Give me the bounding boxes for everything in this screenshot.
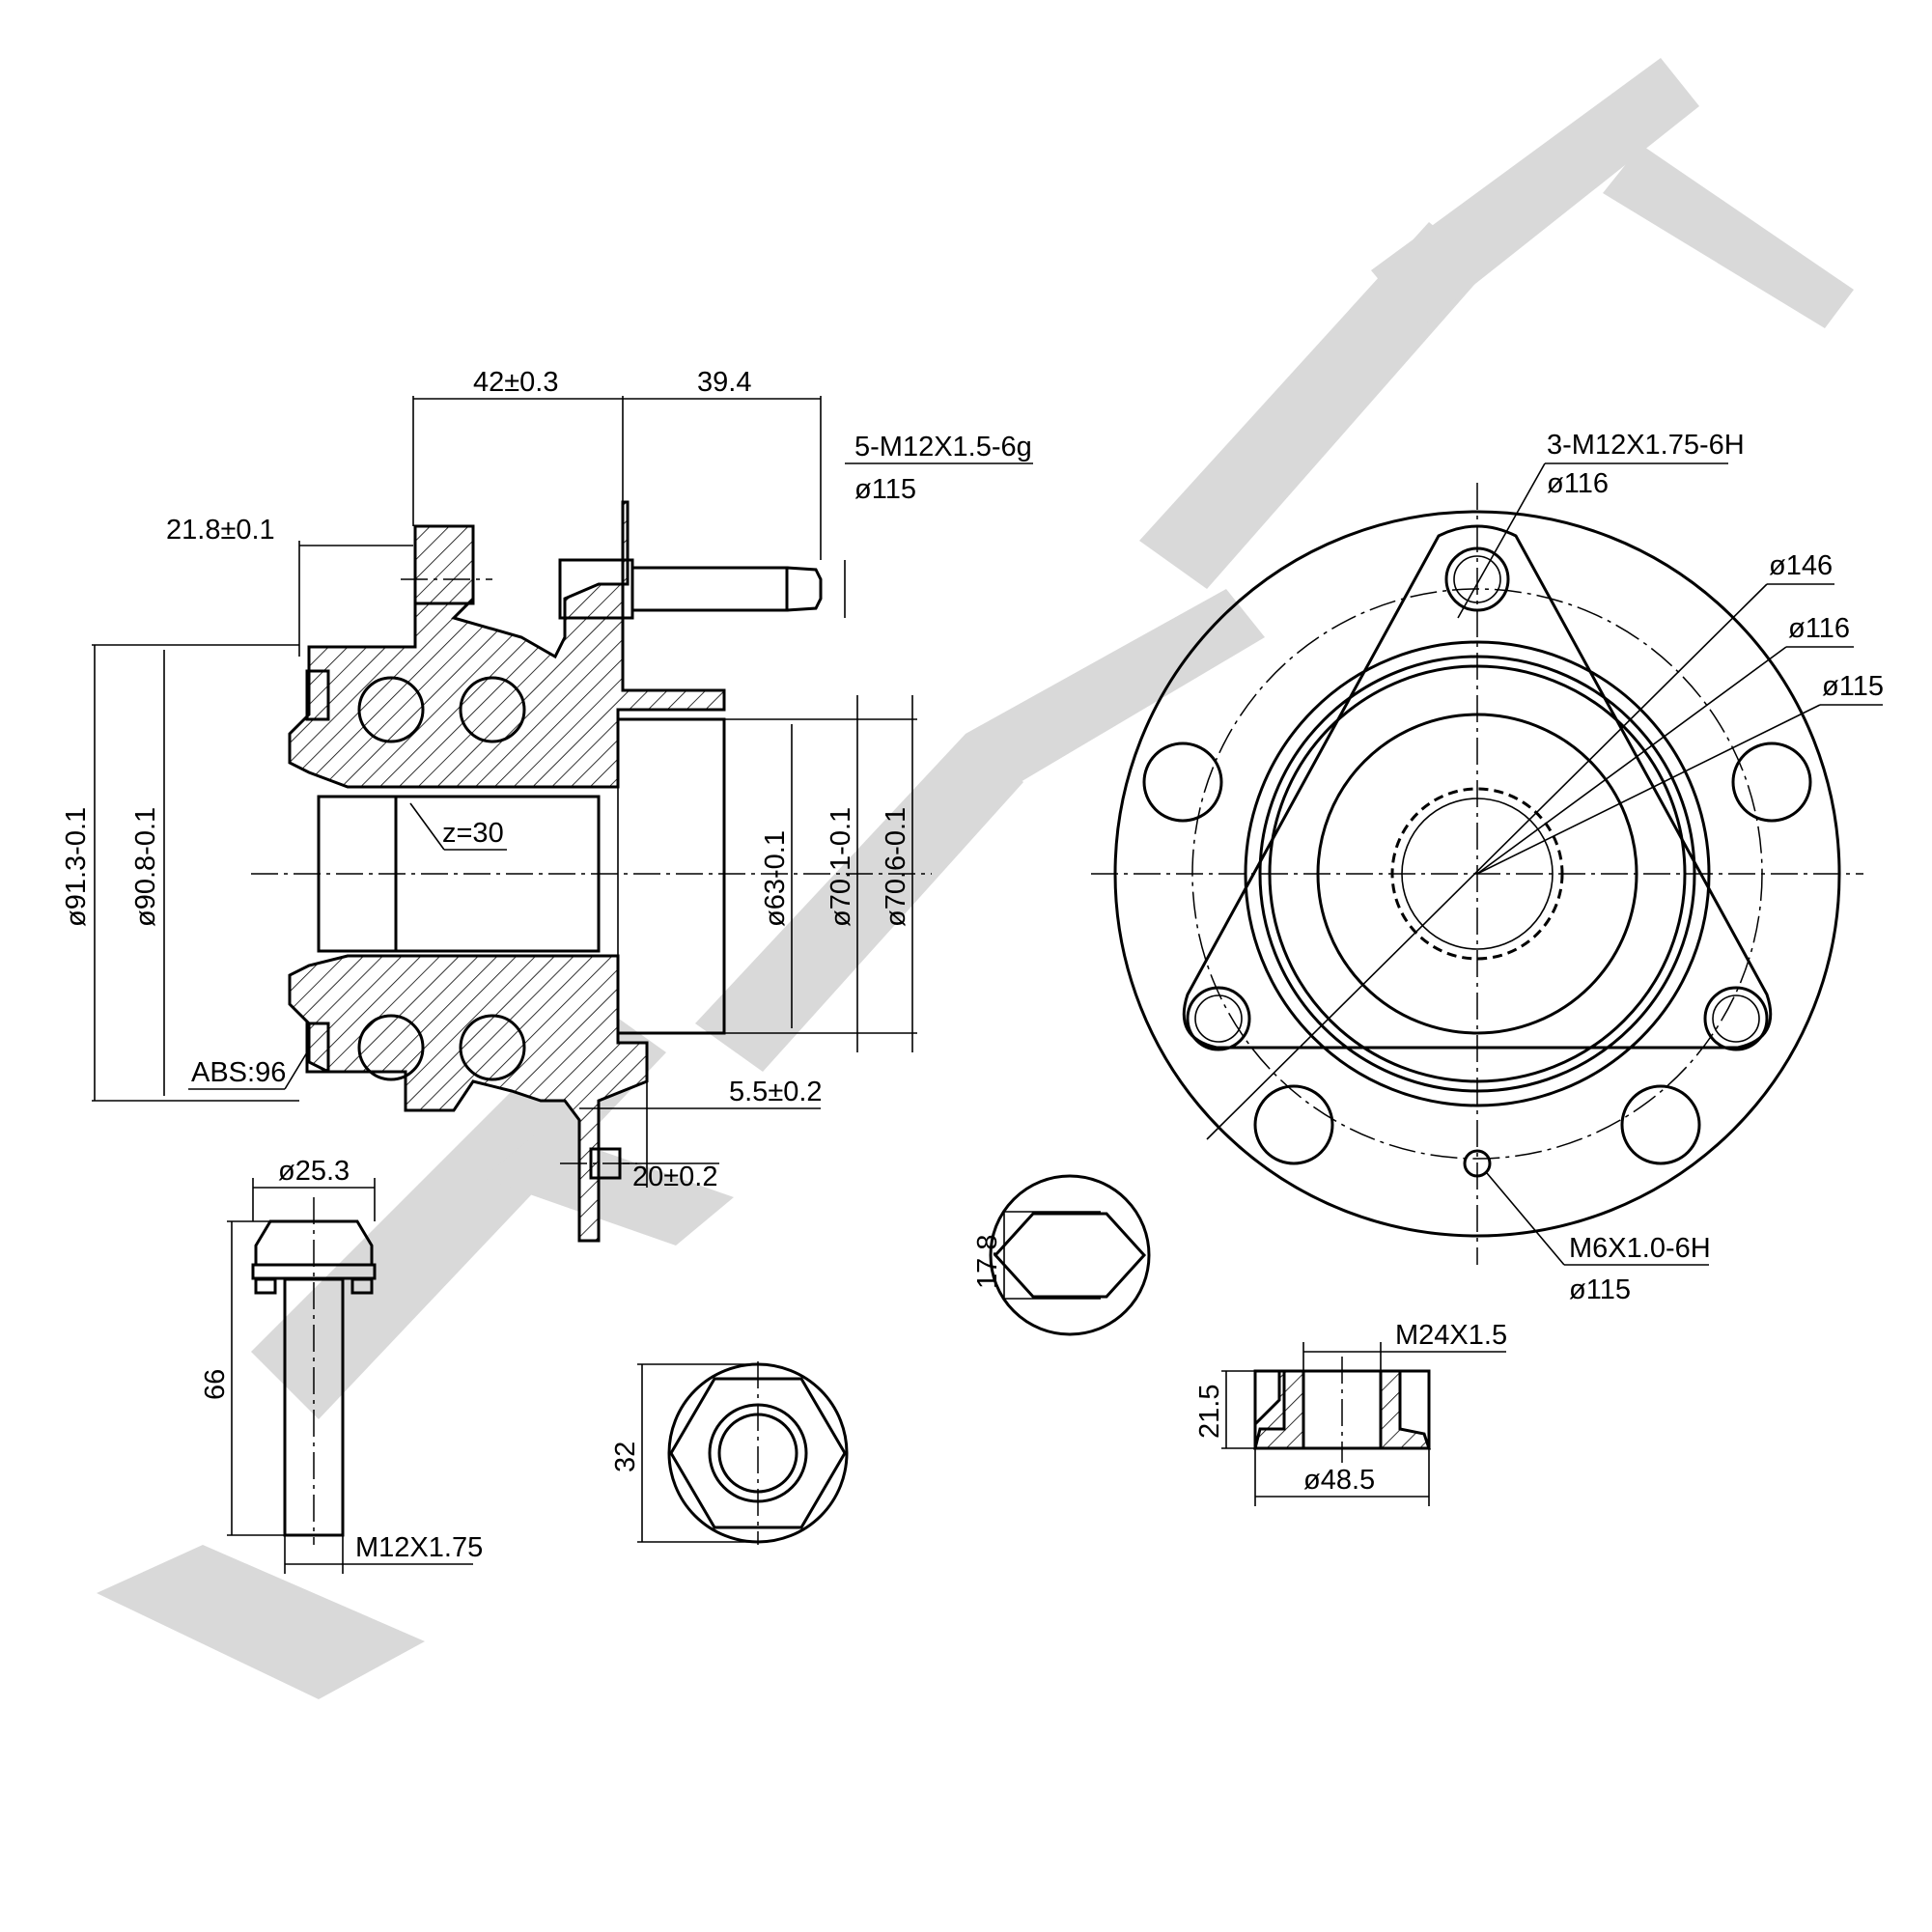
stud-boss-2	[1731, 742, 1812, 823]
nut-flats: 32	[610, 1442, 641, 1472]
watermark-stroke-5	[966, 589, 1265, 792]
hub-nut-right-section	[1379, 1369, 1432, 1450]
hub-nut-thread: M24X1.5	[1395, 1320, 1507, 1351]
hub-nut-height: 21.5	[1194, 1385, 1225, 1439]
bolt-head-dia: ø25.3	[278, 1156, 350, 1187]
mount-leader	[1457, 462, 1546, 619]
wheel-stud	[558, 558, 823, 620]
mount-hole-left-inner	[1194, 994, 1243, 1043]
hub-nut-flange-dia: ø48.5	[1303, 1465, 1375, 1496]
watermark-logo	[97, 58, 1854, 1699]
dia-pilot-1: ø63-0.1	[760, 830, 791, 927]
upper-housing-section	[288, 500, 726, 789]
bearing-ring-3	[1268, 664, 1687, 1083]
nut-hex	[669, 1377, 847, 1529]
dim-flange-thickness: 20±0.2	[632, 1162, 718, 1192]
watermark-stroke-7	[1371, 58, 1699, 328]
dim-offset: 21.8±0.1	[166, 515, 275, 546]
spline-root-circle	[1401, 798, 1554, 950]
stud-thread-label: 5-M12X1.5-6g	[854, 432, 1032, 462]
spline-bore	[396, 795, 601, 953]
abs-ring-label: ABS:96	[191, 1057, 286, 1088]
mount-hole-top	[1444, 546, 1510, 612]
front-dimensions: 3-M12X1.75-6H ø116 ø146 ø116 ø115 M6X1.0…	[1206, 430, 1884, 1305]
small-hex-circle	[989, 1174, 1151, 1336]
bearing-dia-leader	[1476, 646, 1787, 875]
ball-lower-2	[459, 1014, 526, 1081]
watermark-stroke-6	[1139, 222, 1487, 589]
ball-upper-1	[357, 676, 425, 743]
small-hex-width: 17.8	[972, 1235, 1003, 1289]
hub-side-section	[251, 500, 932, 1243]
dia-outer-2: ø90.8-0.1	[130, 807, 161, 927]
dim-flange-width: 42±0.3	[473, 367, 559, 398]
watermark-stroke-2	[251, 1004, 666, 1419]
flange-bolt: ø25.3 66 M12X1.75	[200, 1156, 483, 1574]
seal-lower	[305, 1022, 330, 1074]
bearing-ring-2	[1258, 655, 1696, 1093]
dia-pcd-label: ø115	[1822, 671, 1884, 702]
dia-pilot-3: ø70.6-0.1	[881, 807, 911, 927]
spline-leader	[409, 802, 445, 851]
spline-teeth-circle	[1390, 787, 1564, 961]
ball-lower-1	[357, 1014, 425, 1081]
watermark-stroke-4	[695, 734, 1023, 1072]
ball-upper-2	[459, 676, 526, 743]
flange-hole-upper	[413, 524, 475, 605]
flange-dia-leader	[1206, 583, 1768, 1140]
sensor-leader	[1486, 1172, 1565, 1266]
hub-nut-section: M24X1.5 21.5 ø48.5	[1194, 1320, 1507, 1506]
bearing-ring-outer	[1244, 640, 1711, 1107]
watermark-stroke-1	[97, 1545, 425, 1699]
dia-bearing-label: ø116	[1788, 613, 1850, 644]
dim-stud-length: 39.4	[697, 367, 751, 398]
stud-tip	[786, 566, 823, 612]
watermark-stroke-3	[483, 1130, 734, 1246]
bolt-shank	[283, 1277, 345, 1537]
stud-boss-4	[1620, 1084, 1701, 1165]
mount-thread-label: 3-M12X1.75-6H	[1547, 430, 1745, 461]
small-hex-shape	[993, 1212, 1147, 1299]
dia-outer-1: ø91.3-0.1	[61, 807, 92, 927]
seal-upper	[305, 669, 330, 721]
mount-hole-right-inner	[1712, 994, 1760, 1043]
mount-pcd-label: ø116	[1547, 468, 1609, 499]
stud-boss-3	[1253, 1084, 1334, 1165]
pcd-circle	[1191, 588, 1763, 1160]
watermark-stroke-8	[1603, 145, 1854, 328]
bolt-thread: M12X1.75	[355, 1532, 483, 1563]
small-hex: 17.8	[972, 1174, 1151, 1336]
bolt-washer-left	[254, 1277, 277, 1295]
mount-hole-top-inner	[1453, 555, 1501, 603]
sensor-pcd-label: ø115	[1569, 1274, 1631, 1305]
sensor-hole-front	[1463, 1149, 1492, 1178]
spline-teeth-label: z=30	[442, 818, 504, 849]
mount-hole-right	[1703, 986, 1769, 1051]
bolt-washer-right	[350, 1277, 374, 1295]
abs-leader	[284, 1051, 308, 1090]
side-dimensions: 42±0.3 39.4 21.8±0.1 5-M12X1.5-6g ø115 ø…	[61, 367, 1033, 1192]
stud-boss-1	[1142, 742, 1223, 823]
sensor-thread-label: M6X1.0-6H	[1569, 1233, 1711, 1264]
pcd-leader	[1476, 704, 1821, 875]
flange-nut-front: 32	[610, 1361, 849, 1545]
bearing-ring-inner	[1316, 713, 1638, 1035]
dim-step: 5.5±0.2	[729, 1077, 823, 1107]
dia-flange-label: ø146	[1769, 550, 1833, 581]
mount-hole-left	[1186, 986, 1251, 1051]
bolt-length: 66	[200, 1369, 231, 1400]
stud-shank	[630, 566, 789, 612]
lower-housing-section	[288, 954, 649, 1243]
pilot-bore	[618, 717, 726, 1035]
outer-flange-circle	[1113, 510, 1841, 1238]
hub-front-view	[1091, 483, 1863, 1265]
stud-pcd-label: ø115	[854, 474, 916, 505]
dia-pilot-2: ø70.1-0.1	[826, 807, 856, 927]
